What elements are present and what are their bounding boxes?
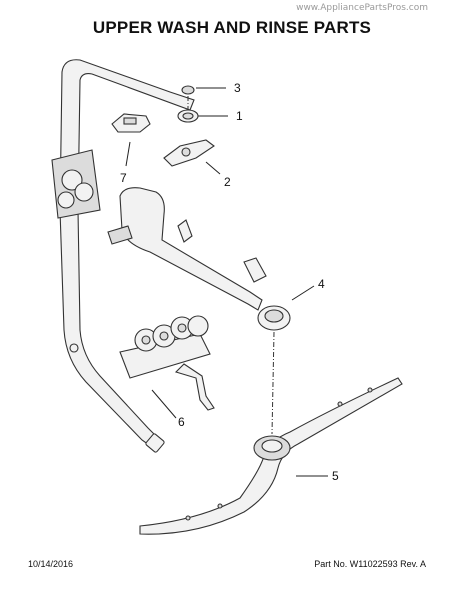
callout-4: 4 bbox=[318, 277, 325, 291]
callout-3: 3 bbox=[234, 81, 241, 95]
leader-lines bbox=[125, 87, 328, 477]
supply-tube bbox=[51, 59, 195, 453]
callout-2: 2 bbox=[224, 175, 231, 189]
diagram-title: UPPER WASH AND RINSE PARTS bbox=[92, 18, 372, 37]
part-5-spray-arm bbox=[139, 377, 403, 535]
part-3-cap bbox=[181, 85, 195, 95]
footer-part-number: Part No. W11022593 Rev. A bbox=[314, 559, 426, 569]
part-1-nut bbox=[177, 109, 199, 123]
callout-5: 5 bbox=[332, 469, 339, 483]
footer-date: 10/14/2016 bbox=[28, 559, 74, 569]
part-2-bracket bbox=[163, 139, 215, 167]
callout-7: 7 bbox=[120, 171, 127, 185]
alignment-line-lower bbox=[271, 331, 275, 435]
callout-1: 1 bbox=[236, 109, 243, 123]
part-6-diverter bbox=[119, 315, 215, 411]
watermark: www.AppliancePartsPros.com bbox=[296, 3, 428, 13]
part-4-manifold bbox=[107, 187, 291, 331]
callout-6: 6 bbox=[178, 415, 185, 429]
part-7-clip bbox=[111, 113, 151, 133]
